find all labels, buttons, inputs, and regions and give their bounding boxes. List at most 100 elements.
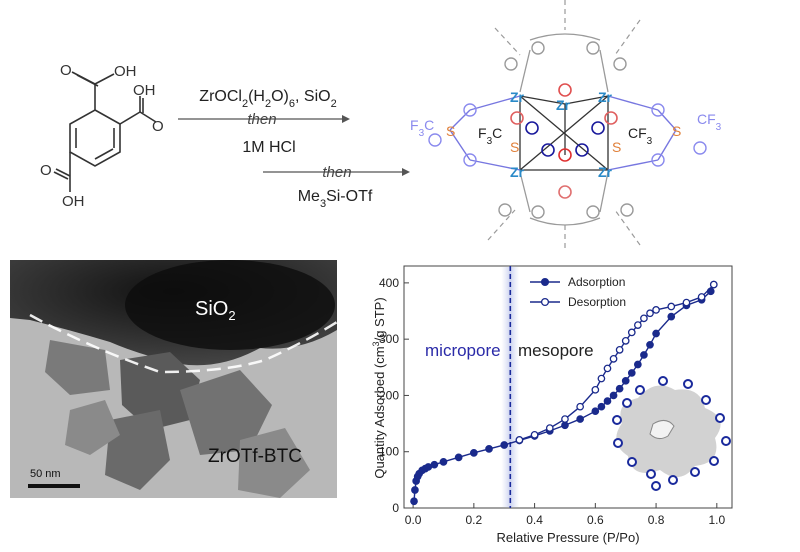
then-label-2: then: [322, 164, 351, 181]
y-tick-label: 0: [392, 501, 399, 515]
data-point-adsorption: [411, 486, 419, 494]
data-point-desorption: [609, 355, 618, 363]
x-axis-label: Relative Pressure (P/Po): [496, 530, 639, 545]
y-tick-label: 200: [379, 388, 399, 402]
cf3-inner-left: F3C: [478, 125, 502, 147]
inset-ring-marker: [612, 415, 622, 425]
pore-cavity: [649, 420, 675, 440]
data-point-desorption: [667, 302, 676, 311]
legend-marker: [540, 277, 550, 287]
data-point-desorption: [530, 430, 539, 439]
inset-ring-marker: [721, 436, 731, 446]
inset-ring-marker: [627, 457, 637, 467]
mesopore-label: mesopore: [518, 341, 594, 360]
data-point-adsorption: [561, 421, 569, 430]
tem-framework-label: ZrOTf-BTC: [208, 446, 302, 467]
data-point-adsorption: [609, 391, 618, 400]
reagent-top: ZrOCl2(H2O)6, SiO2: [199, 88, 336, 110]
data-point-adsorption: [591, 407, 600, 416]
data-point-desorption: [597, 374, 606, 383]
tem-micrograph: SiO2 ZrOTf-BTC 50 nm: [10, 260, 337, 498]
data-point-desorption: [652, 306, 660, 314]
reaction-scheme: O OH OH O O OH ZrOCl2(H2O)6, SiO2 then 1…: [40, 0, 722, 252]
btc-o-right: O: [152, 118, 164, 135]
then-label-1: then: [247, 111, 276, 128]
y-tick-label: 400: [379, 276, 399, 290]
data-point-adsorption: [640, 351, 648, 359]
data-point-adsorption: [485, 445, 493, 453]
data-point-desorption: [561, 415, 569, 423]
y-tick-label: 100: [379, 445, 399, 459]
zr-cluster: [428, 0, 707, 252]
btc-oh-top: OH: [114, 63, 137, 80]
s-atom-inner-left: S: [510, 139, 519, 155]
data-point-desorption: [515, 436, 524, 444]
data-point-adsorption: [646, 340, 654, 349]
data-point-desorption: [682, 298, 691, 307]
x-tick-label: 0.4: [526, 513, 543, 527]
inset-ring-marker: [635, 385, 645, 395]
data-point-desorption: [697, 293, 706, 301]
s-atom-inner-right: S: [612, 139, 621, 155]
y-tick-label: 300: [379, 332, 399, 346]
btc-oh-bottom: OH: [62, 193, 85, 210]
tem-image: [10, 260, 337, 498]
zr-atom-2: Zr: [556, 97, 571, 113]
micropore-label: micropore: [425, 341, 501, 360]
data-point-adsorption: [410, 497, 418, 506]
zr-atom-5: Zr: [598, 164, 613, 180]
plot-frame: [403, 265, 733, 509]
btc-o-top: O: [60, 62, 72, 79]
inset-ring-marker: [690, 467, 700, 477]
zr-atom-1: Zr: [510, 89, 525, 105]
data-point-desorption: [640, 314, 648, 323]
x-tick-label: 0.6: [587, 513, 604, 527]
data-point-adsorption: [667, 312, 676, 321]
y-axis-label: Quantity Adsorbed (cm3/g STP): [371, 297, 387, 478]
btc-o-bottom: O: [40, 162, 52, 179]
inset-ring-marker: [683, 379, 693, 389]
data-point-adsorption: [500, 441, 509, 449]
reagent-mid: 1M HCl: [242, 139, 295, 156]
data-point-desorption: [634, 321, 642, 329]
data-point-desorption: [615, 346, 624, 354]
inset-ring-marker: [651, 481, 661, 491]
legend-marker: [540, 297, 550, 307]
data-point-adsorption: [634, 360, 642, 369]
btc-oh-right: OH: [133, 82, 156, 99]
tem-silica-label: SiO2: [195, 298, 236, 323]
data-point-desorption: [709, 280, 718, 289]
inset-ring-marker: [715, 413, 725, 423]
btc-molecule: [53, 71, 157, 192]
data-point-desorption: [576, 402, 584, 411]
reaction-arrows: [178, 115, 410, 176]
zr-atom-4: Zr: [510, 164, 525, 180]
data-point-adsorption: [430, 460, 439, 469]
x-tick-label: 0.2: [466, 513, 483, 527]
inset-ring-marker: [701, 395, 711, 405]
data-point-adsorption: [470, 448, 478, 457]
inset-ring-marker: [668, 475, 678, 485]
data-point-adsorption: [597, 402, 606, 411]
legend-label: Desorption: [568, 295, 626, 309]
inset-ring-marker: [613, 438, 623, 448]
zr-atom-3: Zr: [598, 89, 613, 105]
data-point-desorption: [603, 364, 612, 373]
s-atom-left: S: [446, 123, 455, 139]
x-tick-label: 0.0: [405, 513, 422, 527]
inset-ring-marker: [658, 376, 668, 386]
reagent-bottom: Me3Si-OTf: [298, 188, 373, 210]
data-point-adsorption: [615, 384, 624, 393]
x-tick-label: 1.0: [708, 513, 725, 527]
pore-inset: [612, 376, 731, 491]
data-point-adsorption: [627, 369, 636, 377]
tem-scale-bar: [28, 484, 80, 488]
isotherm-chart: 0.0 0.2 0.4 0.6 0.8 1.0 0 100 200 300 400 Adsorpti…: [371, 265, 733, 545]
data-point-desorption: [646, 309, 654, 318]
x-tick-label: 0.8: [648, 513, 665, 527]
legend-label: Adsorption: [568, 275, 625, 289]
data-point-desorption: [627, 328, 636, 337]
inset-ring-marker: [709, 456, 719, 466]
inset-ring-marker: [646, 469, 656, 479]
